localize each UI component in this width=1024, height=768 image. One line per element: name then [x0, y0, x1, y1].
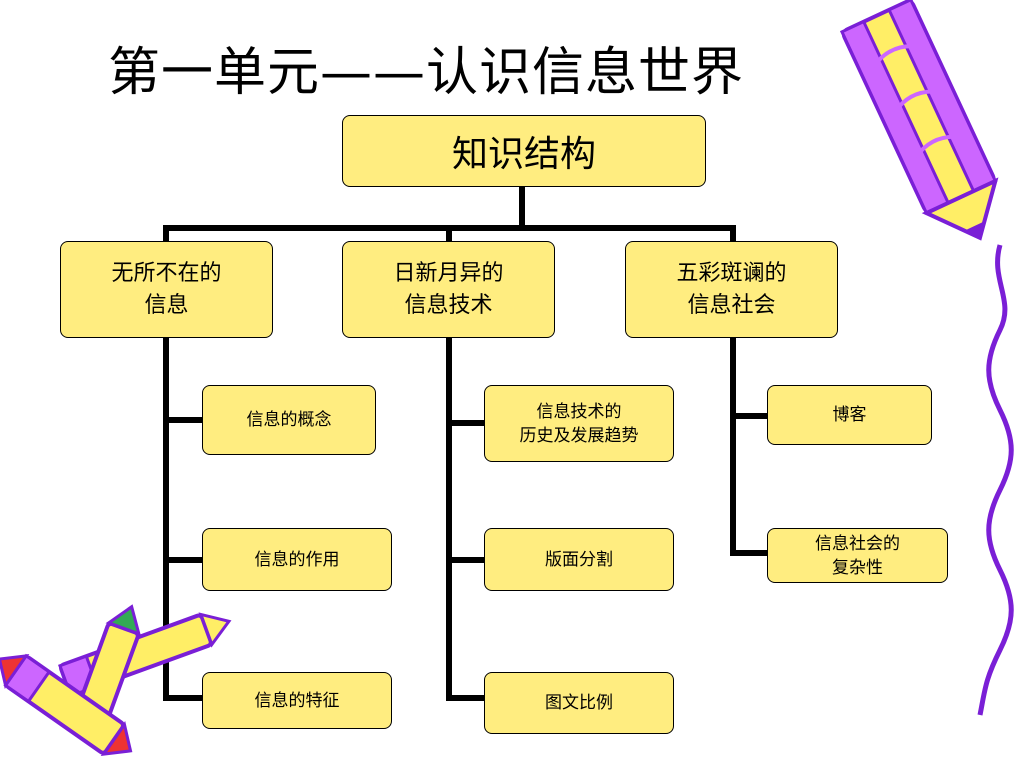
leaf-node: 信息技术的 历史及发展趋势 [484, 385, 674, 462]
leaf-node: 信息的特征 [202, 672, 392, 729]
leaf-node: 信息社会的 复杂性 [767, 528, 948, 583]
leaf-node: 图文比例 [484, 672, 674, 734]
leaf-node: 版面分割 [484, 528, 674, 591]
slide-title: 第一单元——认识信息世界 [108, 43, 745, 103]
category-node-society: 五彩斑谰的 信息社会 [625, 241, 838, 338]
leaf-node: 信息的概念 [202, 385, 376, 455]
leaf-node: 信息的作用 [202, 528, 392, 591]
category-node-information: 无所不在的 信息 [60, 241, 273, 338]
leaf-node: 博客 [767, 385, 932, 445]
root-node: 知识结构 [342, 115, 706, 187]
category-node-technology: 日新月异的 信息技术 [342, 241, 555, 338]
